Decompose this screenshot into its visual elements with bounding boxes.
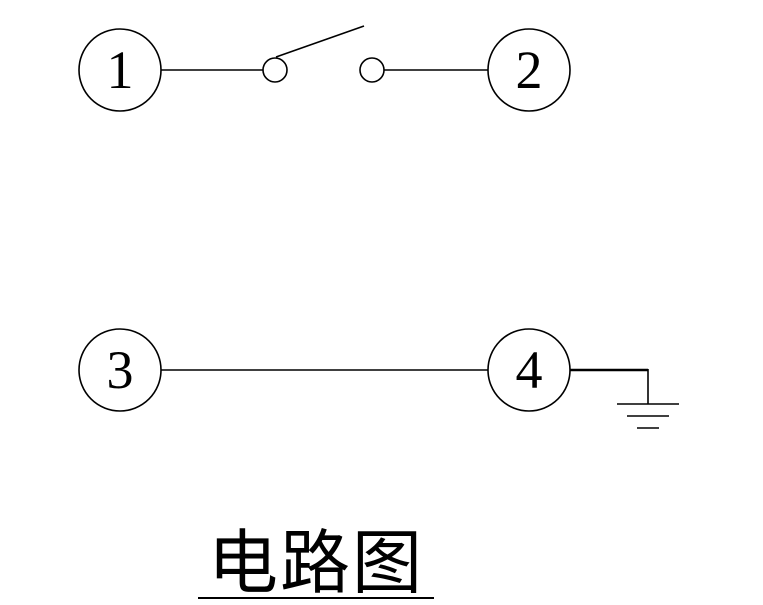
terminal-2-circle [487, 28, 571, 112]
terminal-4-circle [487, 328, 571, 412]
terminal-2-label: 2 [516, 40, 543, 100]
terminal-1-label: 1 [107, 40, 134, 100]
terminal-1-circle [78, 28, 162, 112]
terminal-1: 1 [78, 28, 162, 112]
switch-contact-left [262, 57, 288, 83]
switch-lever [275, 25, 365, 58]
terminal-3: 3 [78, 328, 162, 412]
terminal-3-label: 3 [107, 340, 134, 400]
ground-circuit: 3 4 [78, 328, 679, 429]
terminal-4-label: 4 [516, 340, 543, 400]
terminal-2: 2 [487, 28, 571, 112]
switch-contact-right [359, 57, 385, 83]
terminal-4: 4 [487, 328, 571, 412]
switch-circuit: 1 2 [78, 25, 571, 112]
diagram-title: 电路图 [198, 522, 434, 604]
terminal-3-circle [78, 328, 162, 412]
diagram-title-text: 电路图 [208, 522, 424, 604]
ground-icon [617, 403, 679, 429]
